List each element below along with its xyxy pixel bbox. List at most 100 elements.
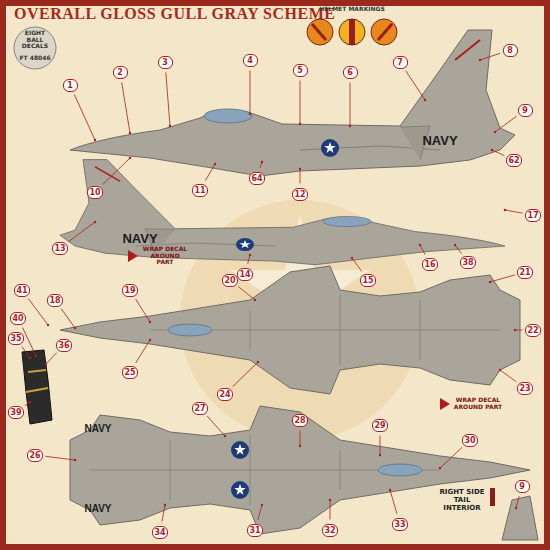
leader-line — [22, 347, 30, 358]
callout-number: 28 — [292, 414, 307, 427]
callout-number: 20 — [222, 274, 237, 287]
leader-line — [238, 287, 255, 300]
leader-line — [495, 116, 517, 132]
callout-number: 14 — [237, 268, 252, 281]
leader-dot — [491, 149, 493, 151]
callout-number: 7 — [393, 56, 408, 69]
callout-number: 6 — [343, 66, 358, 79]
callout-number: 34 — [152, 526, 167, 539]
leader-dot — [35, 355, 37, 357]
leader-line — [420, 245, 425, 255]
leader-dot — [74, 459, 76, 461]
callout-number: 1 — [63, 79, 78, 92]
leader-dot — [454, 244, 456, 246]
leader-dot — [257, 361, 259, 363]
callout-number: 36 — [56, 339, 71, 352]
aircraft-top-view — [60, 266, 520, 394]
callout-number: 32 — [322, 524, 337, 537]
aircraft-left-profile — [70, 30, 515, 176]
leader-dot — [424, 99, 426, 101]
sheet-label: EIGHT BALL DECALS — [18, 30, 52, 51]
tail-interior — [490, 488, 538, 540]
sheet-label: NAVY — [84, 503, 111, 514]
maker-logo — [14, 27, 56, 69]
callout-number: 31 — [247, 524, 262, 537]
leader-dot — [129, 132, 131, 134]
callout-number: 8 — [503, 44, 518, 57]
leader-line — [492, 150, 504, 156]
leader-line — [500, 370, 516, 382]
leader-line — [122, 82, 130, 133]
leader-line — [300, 81, 301, 125]
aircraft-right-profile — [60, 160, 505, 265]
callout-number: 41 — [14, 284, 29, 297]
leader-dot — [29, 357, 31, 359]
callout-number: 4 — [243, 54, 258, 67]
leader-line — [233, 362, 258, 387]
leader-line — [250, 71, 251, 115]
leader-dot — [329, 499, 331, 501]
leader-line — [380, 436, 381, 455]
leader-dot — [489, 281, 491, 283]
leader-line — [45, 456, 75, 460]
leader-line — [390, 490, 397, 514]
leader-dot — [169, 125, 171, 127]
callout-number: 3 — [158, 56, 173, 69]
callout-number: 13 — [52, 242, 67, 255]
leader-dot — [499, 369, 501, 371]
leader-dot — [299, 445, 301, 447]
leader-line — [248, 255, 250, 264]
sheet-label: RIGHT SIDE TAIL INTERIOR — [434, 488, 490, 512]
sheet-label: HELMET MARKINGS — [319, 6, 385, 13]
leader-dot — [149, 321, 151, 323]
leader-line — [516, 496, 519, 508]
underside-insignia — [231, 441, 249, 459]
callout-number: 15 — [360, 274, 375, 287]
leader-dot — [299, 168, 301, 170]
leader-line — [490, 275, 515, 282]
callout-number: 39 — [8, 406, 23, 419]
leader-line — [162, 505, 165, 522]
leader-dot — [74, 327, 76, 329]
callout-number: 30 — [462, 434, 477, 447]
callout-number: 2 — [113, 66, 128, 79]
leader-dot — [514, 329, 516, 331]
leader-dot — [224, 435, 226, 437]
leader-dot — [349, 125, 351, 127]
leader-line — [23, 328, 36, 356]
callout-number: 62 — [506, 154, 521, 167]
leader-line — [505, 210, 523, 213]
leader-line — [440, 447, 462, 468]
callout-number: 21 — [517, 266, 532, 279]
leader-dot — [515, 507, 517, 509]
callout-number: 38 — [460, 256, 475, 269]
leader-line — [103, 158, 130, 185]
leader-dot — [29, 401, 31, 403]
callout-number: 19 — [122, 284, 137, 297]
callout-number: 9 — [518, 104, 533, 117]
sheet-label: NAVY — [122, 231, 157, 246]
leader-dot — [45, 363, 47, 365]
callout-number: 17 — [525, 209, 540, 222]
leader-line — [258, 505, 262, 520]
leader-dot — [249, 254, 251, 256]
aircraft-underside-view — [70, 406, 530, 534]
leader-dot — [261, 161, 263, 163]
leader-line — [46, 353, 57, 364]
sheet-label: NAVY — [84, 423, 111, 434]
leader-dot — [494, 131, 496, 133]
callout-number: 35 — [8, 332, 23, 345]
leader-line — [330, 500, 331, 519]
leader-dot — [94, 221, 96, 223]
callout-number: 5 — [293, 64, 308, 77]
leader-dot — [504, 209, 506, 211]
callout-number: 23 — [517, 382, 532, 395]
callout-number: 26 — [27, 449, 42, 462]
wrap-decal-icon — [128, 250, 450, 410]
callout-number: 11 — [192, 184, 207, 197]
callout-number: 22 — [525, 324, 540, 337]
underside-insignia — [231, 481, 249, 499]
